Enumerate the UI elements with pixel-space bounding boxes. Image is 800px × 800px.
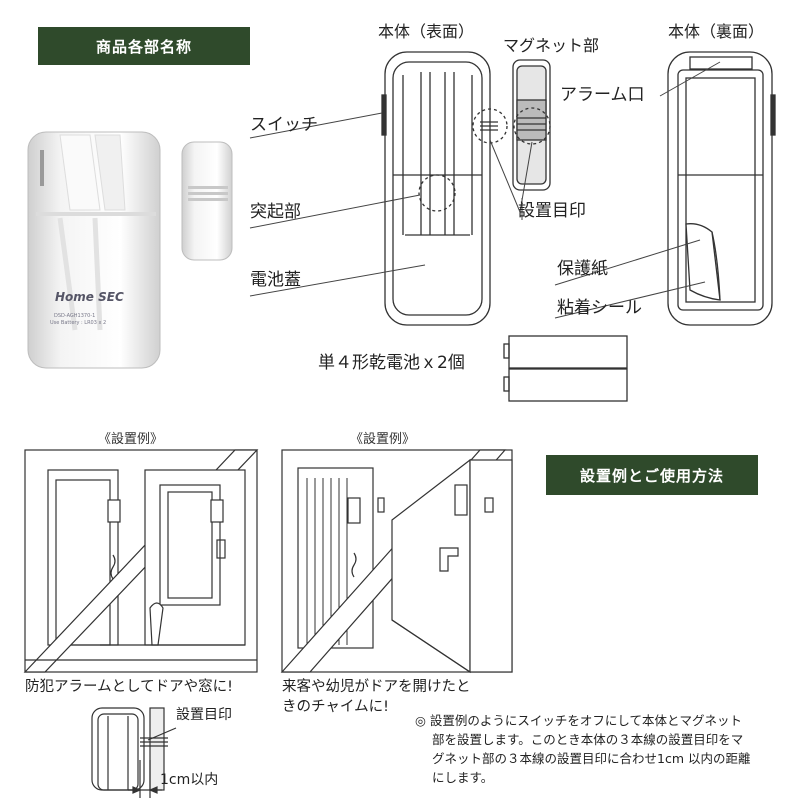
detail-drawing — [91, 707, 177, 798]
model-text: DSD-AGH1370-1 — [54, 313, 96, 319]
mark-label: 設置目印 — [518, 201, 586, 221]
instructions-line-2: 部を設置します。このとき本体の３本線の設置目印をマ — [432, 732, 744, 747]
magnet-heading: マグネット部 — [503, 36, 600, 55]
back-heading: 本体（裏面） — [668, 22, 765, 41]
example-door-scene — [280, 449, 513, 674]
leader-lines — [249, 61, 721, 319]
battery-cover-label: 電池蓋 — [250, 270, 301, 290]
switch-label: スイッチ — [250, 115, 318, 135]
product-photo — [27, 131, 233, 369]
battery-label: 単４形乾電池ｘ2個 — [318, 353, 465, 373]
brand-logo-text: Home SEC — [55, 290, 124, 304]
instructions-line-3: グネット部の３本線の設置目印に合わせ1cm 以内の距離 — [432, 751, 751, 766]
battery-spec-text: Use Battery : LR03 x 2 — [50, 320, 107, 326]
magnet-drawing — [512, 59, 551, 191]
protrusion-label: 突起部 — [250, 202, 301, 222]
alarm-port-label: アラーム口 — [560, 85, 645, 105]
instructions-line-1: ◎ 設置例のようにスイッチをオフにして本体とマグネット — [415, 713, 743, 728]
battery-drawing — [503, 335, 628, 402]
usage-badge: 設置例とご使用方法 — [546, 455, 758, 495]
front-heading: 本体（表面） — [378, 22, 475, 41]
example-text-right-2: きのチャイムに! — [282, 699, 389, 715]
instructions-line-4: にします。 — [432, 770, 494, 785]
front-body-drawing — [381, 51, 508, 326]
example-text-left: 防犯アラームとしてドアや窓に! — [25, 679, 233, 695]
protective-paper-label: 保護紙 — [557, 259, 608, 279]
example-text-right-1: 来客や幼児がドアを開けたと — [282, 679, 471, 695]
parts-names-badge: 商品各部名称 — [38, 27, 250, 65]
example-caption-left: 《設置例》 — [98, 432, 164, 447]
example-window-scene — [23, 449, 259, 673]
adhesive-seal-label: 粘着シール — [557, 298, 642, 318]
detail-mark-label: 設置目印 — [176, 707, 232, 723]
back-body-drawing — [667, 51, 776, 326]
example-caption-right: 《設置例》 — [350, 432, 416, 447]
detail-distance-label: 1cm以内 — [160, 772, 219, 788]
